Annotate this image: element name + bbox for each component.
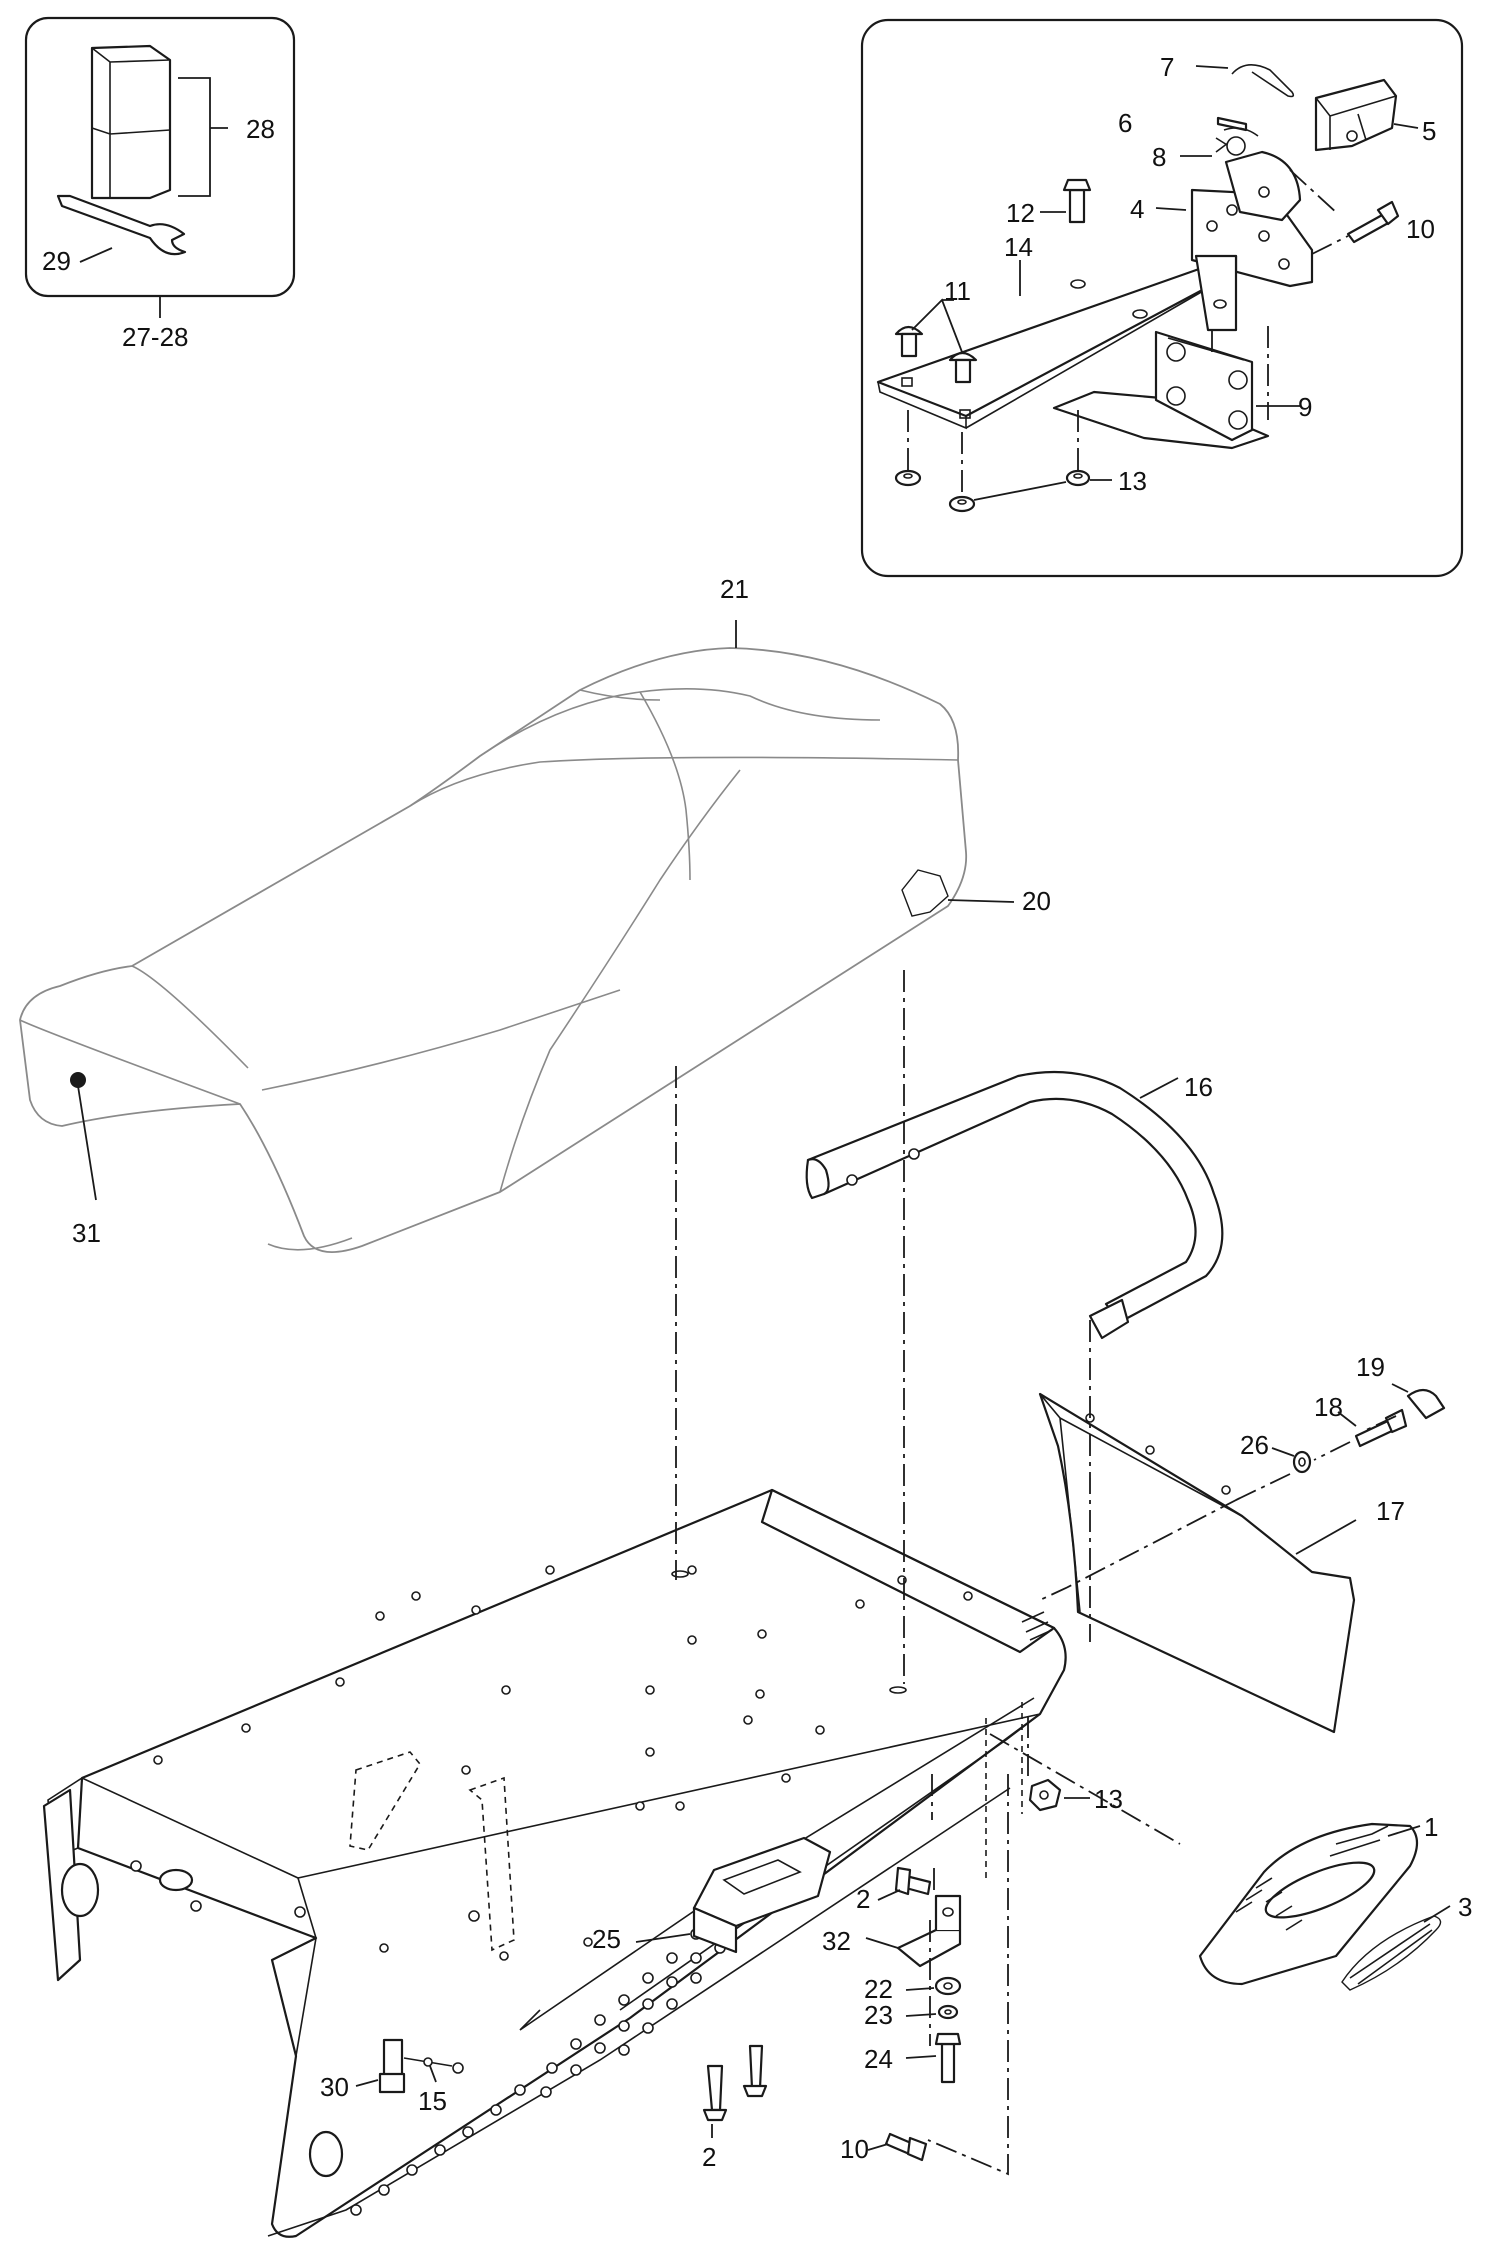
callout-23: 23 <box>864 2000 893 2030</box>
callout-27-28: 27-28 <box>122 322 189 352</box>
callout-20: 20 <box>1022 886 1051 916</box>
callout-18: 18 <box>1314 1392 1343 1422</box>
callout-16: 16 <box>1184 1072 1213 1102</box>
part-2-screws <box>702 1866 932 2122</box>
callout-25: 25 <box>592 1924 621 1954</box>
callout-26: 26 <box>1240 1430 1269 1460</box>
callout-10-bottom: 10 <box>840 2134 869 2164</box>
part-16-grab-handle <box>805 1070 1224 1340</box>
part-13-nuts-top <box>894 469 1091 513</box>
callout-32: 32 <box>822 1926 851 1956</box>
callout-28: 28 <box>246 114 275 144</box>
part-11-carriage-bolts <box>894 325 978 384</box>
inset-tool-kit: 28 29 27-28 <box>24 16 296 352</box>
callout-11: 11 <box>944 276 971 306</box>
part-10-bolt-bottom <box>884 2132 928 2162</box>
callout-6: 6 <box>1118 108 1132 138</box>
part-18-bolt <box>1354 1408 1408 1448</box>
part-26-washer <box>1292 1450 1312 1474</box>
part-32-bracket <box>896 1894 962 1968</box>
part-24-bolt <box>934 2032 962 2084</box>
callout-4: 4 <box>1130 194 1144 224</box>
callout-22: 22 <box>864 1974 893 2004</box>
part-9-bracket <box>1052 330 1270 450</box>
callout-1: 1 <box>1424 1812 1438 1842</box>
part-12-bolt <box>1062 178 1092 224</box>
part-8-spring <box>1215 127 1259 156</box>
part-5-latch <box>1314 78 1398 152</box>
callout-29: 29 <box>42 246 71 276</box>
callout-7: 7 <box>1160 52 1174 82</box>
tunnel-body <box>42 1488 1067 2238</box>
part-23-lockwasher <box>937 2004 959 2020</box>
part-30-hinge-bracket <box>378 2038 406 2094</box>
leader-29 <box>79 247 113 263</box>
seat-dot-31 <box>70 1072 86 1088</box>
part-25-footrest-pad <box>692 1836 832 1954</box>
callout-13-top: 13 <box>1118 466 1147 496</box>
callout-14: 14 <box>1004 232 1033 262</box>
callout-15: 15 <box>418 2086 447 2116</box>
part-3-lens <box>1341 1915 1442 1991</box>
callout-24: 24 <box>864 2044 893 2074</box>
part-13-nut-lower <box>1028 1778 1062 1812</box>
inset-frame-right <box>860 18 1464 578</box>
part-10-bolt-top <box>1346 200 1400 244</box>
callout-2-side: 2 <box>856 1884 870 1914</box>
tunnel-side-holes <box>350 1916 726 2216</box>
callout-31: 31 <box>72 1218 101 1248</box>
part-7-hairpin-clip <box>1231 64 1295 98</box>
part-20-label <box>901 869 949 917</box>
callout-21: 21 <box>720 574 749 604</box>
inset-latch-assembly: 7 5 6 8 4 10 12 14 11 9 13 <box>860 18 1464 578</box>
callout-10-top: 10 <box>1406 214 1435 244</box>
part-28-tool-bag <box>90 44 172 200</box>
part-19-cap <box>1406 1388 1446 1420</box>
callout-17: 17 <box>1376 1496 1405 1526</box>
part-15-screw <box>403 2057 464 2074</box>
part-1-taillight-housing <box>1198 1822 1419 1986</box>
leader-28 <box>178 77 228 197</box>
part-29-spanner-wrench <box>56 194 187 256</box>
callout-3: 3 <box>1458 1892 1472 1922</box>
callout-12: 12 <box>1006 198 1035 228</box>
assembly-lines <box>675 970 1397 2176</box>
part-21-seat <box>19 647 968 1253</box>
callout-19: 19 <box>1356 1352 1385 1382</box>
callout-9: 9 <box>1298 392 1312 422</box>
part-22-washer <box>934 1976 962 1996</box>
callout-8: 8 <box>1152 142 1166 172</box>
callout-13-lower: 13 <box>1094 1784 1123 1814</box>
part-17-snowflap <box>1038 1392 1356 1734</box>
callout-2-bottom: 2 <box>702 2142 716 2172</box>
callout-30: 30 <box>320 2072 349 2102</box>
callout-5: 5 <box>1422 116 1436 146</box>
